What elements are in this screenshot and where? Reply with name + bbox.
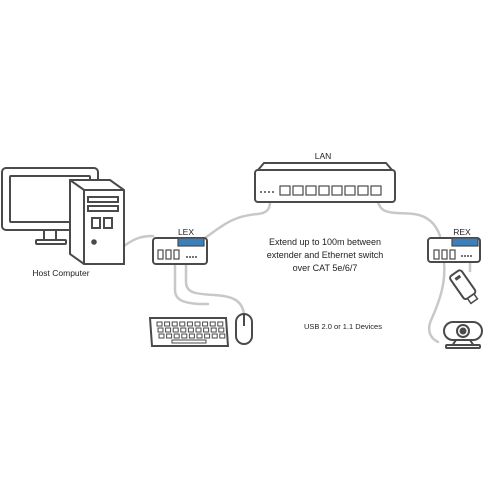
switch-status-leds [260,191,274,193]
switch-ethernet-port [318,185,330,196]
cable-rex-webcam [427,260,446,344]
rex-label: REX [453,227,471,237]
lan-label: LAN [315,151,332,161]
switch-ethernet-port [370,185,382,196]
lex-led-dots [186,256,197,258]
lex-usb-port [173,249,180,260]
keyboard-key [180,327,187,333]
keyboard-keys [156,321,226,344]
keyboard-key [217,321,224,327]
lex-label: LEX [178,227,194,237]
extend-distance-note: Extend up to 100m between extender and E… [267,237,384,273]
keyboard-key [166,333,173,339]
lex-usb-port [165,249,172,260]
rex-led-dots [461,255,472,257]
keyboard-key [211,333,218,339]
mouse-icon [235,313,253,345]
keyboard-key [157,327,164,333]
keyboard-key [195,327,202,333]
keyboard-key [203,327,210,333]
keyboard-key [204,333,211,339]
switch-ports [279,185,382,196]
keyboard-key [156,321,163,327]
cable-host-lex [122,234,155,248]
keyboard-key [171,321,178,327]
keyboard-key [188,333,195,339]
lex-usb-port [157,249,164,260]
keyboard-key [179,321,186,327]
extend-note-line-1: Extend up to 100m between [269,237,381,247]
keyboard-spacebar [171,339,207,344]
keyboard-key [164,321,171,327]
switch-ethernet-port [331,185,343,196]
keyboard-key [172,327,179,333]
webcam-icon [443,321,483,349]
keyboard-key [194,321,201,327]
keyboard-key [173,333,180,339]
keyboard-key [202,321,209,327]
switch-ethernet-port [292,185,304,196]
rex-usb-port [441,249,448,260]
keyboard-key [186,321,193,327]
lex-accent-bar [177,237,205,247]
rex-usb-port [433,249,440,260]
keyboard-key [209,321,216,327]
cable-switch-rex [376,200,442,238]
keyboard-key [187,327,194,333]
keyboard-key [218,327,225,333]
keyboard-key [210,327,217,333]
usb-devices-label: USB 2.0 or 1.1 Devices [304,322,382,331]
keyboard-key [165,327,172,333]
lex-unit [152,237,208,265]
switch-ethernet-port [279,185,291,196]
switch-ethernet-port [357,185,369,196]
rex-accent-bar [451,237,479,247]
rex-usb-port [449,249,456,260]
keyboard-key [219,333,226,339]
keyboard-key [196,333,203,339]
rex-unit [427,237,481,263]
ethernet-switch-icon [254,162,396,203]
tower-pc-icon [69,179,125,265]
keyboard-key [181,333,188,339]
cable-lex-mouse [184,258,246,316]
switch-ethernet-port [305,185,317,196]
switch-ethernet-port [344,185,356,196]
extend-note-line-3: over CAT 5e/6/7 [293,263,358,273]
usb-flash-drive-icon [449,269,479,305]
cable-lex-switch [203,200,272,240]
extend-note-line-2: extender and Ethernet switch [267,250,384,260]
cable-lex-keyboard [173,258,210,306]
keyboard-key [158,333,165,339]
keyboard-icon [148,317,230,347]
host-computer-label: Host Computer [32,268,89,278]
